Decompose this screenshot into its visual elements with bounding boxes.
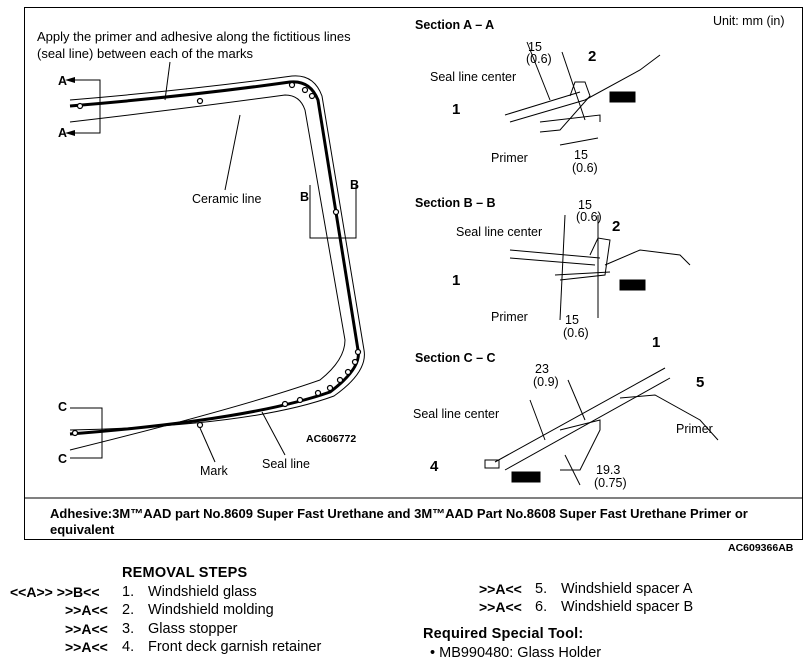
- section-b-title: Section B – B: [415, 196, 496, 210]
- adhesive-caption-line2: equivalent: [50, 522, 115, 537]
- mark-b-right: B: [350, 178, 360, 192]
- adhesive-caption-line1: Adhesive:3M™AAD part No.8609 Super Fast …: [50, 506, 748, 521]
- unit-label: Unit: mm (in): [713, 14, 785, 28]
- main-note-line1: Apply the primer and adhesive along the …: [37, 29, 351, 44]
- figure-code-left: AC606772: [306, 433, 357, 445]
- special-tool-item: • MB990480: Glass Holder: [430, 645, 601, 661]
- section-c-title: Section C – C: [415, 351, 496, 365]
- step6-num: 6.: [535, 599, 548, 615]
- section-a-dim-bottom-in: (0.6): [572, 161, 598, 175]
- mark-c-bottom: C: [58, 452, 68, 466]
- step5-tags: >>A<<: [479, 581, 522, 597]
- section-a-num2: 2: [588, 48, 597, 65]
- section-a-primer: Primer: [491, 151, 528, 165]
- step2-num: 2.: [122, 602, 135, 618]
- ceramic-line-label: Ceramic line: [192, 192, 262, 206]
- mark-c-top: C: [58, 400, 68, 414]
- section-a-dim-bottom: 15: [574, 148, 588, 162]
- section-a-dim-top: 15: [528, 40, 542, 54]
- step1-num: 1.: [122, 584, 135, 600]
- step2-tags: >>A<<: [65, 602, 108, 618]
- section-c-num1: 1: [652, 334, 661, 351]
- step5-label: Windshield spacer A: [561, 581, 693, 597]
- step1-tags: <<A>> >>B<<: [10, 584, 100, 600]
- section-a-sketch: [504, 41, 661, 146]
- step3-num: 3.: [122, 621, 135, 637]
- removal-steps-title: REMOVAL STEPS: [122, 565, 248, 581]
- step2-label: Windshield molding: [148, 602, 274, 618]
- section-c-dim-bottom-in: (0.75): [594, 476, 627, 490]
- section-b-num2: 2: [612, 218, 621, 235]
- mark-b-left: B: [300, 190, 310, 204]
- mark-dots: [71, 81, 362, 437]
- main-note-line2: (seal line) between each of the marks: [37, 46, 254, 61]
- step4-label: Front deck garnish retainer: [148, 639, 322, 655]
- section-c-num4: 4: [430, 458, 439, 475]
- mark-a-top: A: [58, 74, 68, 88]
- step4-num: 4.: [122, 639, 135, 655]
- step3-label: Glass stopper: [148, 621, 238, 637]
- step5-num: 5.: [535, 581, 548, 597]
- step3-tags: >>A<<: [65, 621, 108, 637]
- section-c-primer: Primer: [676, 422, 713, 436]
- section-c-dim-top-in: (0.9): [533, 375, 559, 389]
- section-c-num5: 5: [696, 374, 705, 391]
- glass-outline: [69, 75, 365, 431]
- bullet-icon: •: [430, 645, 436, 661]
- step1-label: Windshield glass: [148, 584, 257, 600]
- step6-label: Windshield spacer B: [561, 599, 694, 615]
- section-a-dim-top-in: (0.6): [526, 52, 552, 66]
- step4-tags: >>A<<: [65, 639, 108, 655]
- section-c-dim-top: 23: [535, 362, 549, 376]
- section-b-dim-bottom-in: (0.6): [563, 326, 589, 340]
- special-tool-title: Required Special Tool:: [423, 626, 584, 642]
- section-c-sketch: [484, 367, 719, 486]
- ceramic-line-path: [69, 94, 346, 451]
- mark-a-bottom: A: [58, 126, 68, 140]
- mark-label: Mark: [200, 464, 228, 478]
- step6-tags: >>A<<: [479, 599, 522, 615]
- special-tool-label: MB990480: Glass Holder: [439, 645, 602, 661]
- section-c-seal-center: Seal line center: [413, 407, 500, 421]
- section-b-primer: Primer: [491, 310, 528, 324]
- section-b-dim-bottom: 15: [565, 313, 579, 327]
- seal-line-label: Seal line: [262, 457, 310, 471]
- section-a-seal-center: Seal line center: [430, 70, 517, 84]
- section-b-seal-center: Seal line center: [456, 225, 543, 239]
- section-b-dim-top-in: (0.6): [576, 210, 602, 224]
- section-a-num1: 1: [452, 101, 461, 118]
- section-a-title: Section A – A: [415, 18, 495, 32]
- section-b-num1: 1: [452, 272, 461, 289]
- section-b-dim-top: 15: [578, 198, 592, 212]
- figure-frame: [24, 7, 803, 540]
- section-b-sketch: [509, 214, 691, 321]
- figure-code-right: AC609366AB: [728, 542, 794, 554]
- section-c-dim-bottom: 19.3: [596, 463, 621, 477]
